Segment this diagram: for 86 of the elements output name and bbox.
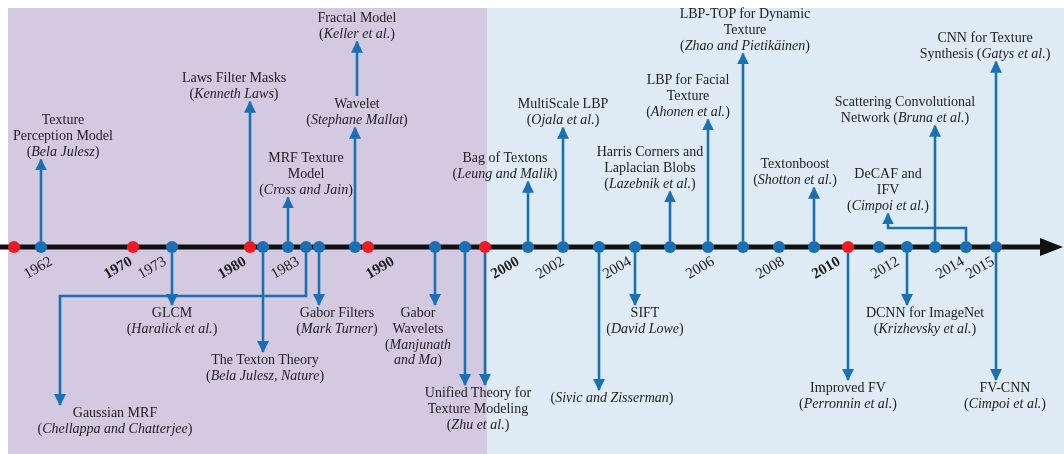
arrow <box>842 253 854 381</box>
arrow <box>54 253 308 406</box>
milestone-title: DCNN for ImageNet <box>865 305 985 321</box>
year-label: 2010 <box>808 252 844 283</box>
citation-text: (Ahonen et al.) <box>646 103 730 120</box>
citation-text: (Haralick et al.) <box>126 320 218 337</box>
year-label: 2008 <box>752 252 788 283</box>
citation-text: (Cross and Jain) <box>259 181 353 198</box>
year-label: 2004 <box>599 252 635 283</box>
citation-text: (Chellappa and Chatterjee) <box>37 420 193 437</box>
milestone-title: Unified Theory for Texture Modeling <box>423 385 533 417</box>
arrow <box>166 253 178 306</box>
milestone-title: Laws Filter Masks <box>181 70 287 86</box>
milestone-label: CNN for Texture Synthesis (Gatys et al.) <box>918 30 1052 62</box>
year-label: 2006 <box>682 252 718 283</box>
citation-text: (Manjunath and Ma) <box>383 336 453 369</box>
milestone-title: Improved FV <box>810 380 886 396</box>
citation-text: (Zhao and Pietikäinen) <box>680 37 810 54</box>
arrow <box>35 158 47 241</box>
year-label: 1983 <box>267 252 303 283</box>
citation-text: (Krizhevsky et al.) <box>873 320 977 337</box>
arrow <box>349 126 361 241</box>
year-label: 2000 <box>487 252 523 283</box>
arrow <box>479 253 491 386</box>
citation-text: (Cimpoi et al.) <box>963 395 1047 412</box>
milestone-title: Textonboost <box>760 156 830 172</box>
citation-text: (Kenneth Laws) <box>189 85 279 102</box>
milestone-label: Scattering Convolutional Network (Bruna et al.) <box>833 94 977 126</box>
milestone-title: MultiScale LBP <box>517 96 609 112</box>
citation-text: (Bela Julesz) <box>26 143 100 160</box>
citation-text: (Ojala et al.) <box>526 111 600 128</box>
arrow <box>664 190 676 241</box>
milestone-title: DeCAF and IFV <box>853 166 923 198</box>
milestone-title: GLCM <box>151 305 193 321</box>
milestone-title: MRF Texture Model <box>267 150 345 182</box>
citation-text: (Leung and Malik) <box>452 165 558 182</box>
arrow <box>990 60 1002 241</box>
citation-text: (Zhu et al.) <box>446 416 510 433</box>
arrow <box>929 124 941 241</box>
arrow <box>557 126 569 241</box>
arrow <box>313 253 325 306</box>
milestone-title: Gaussian MRF <box>72 405 158 421</box>
arrow <box>282 196 294 241</box>
year-label: 1962 <box>20 252 56 283</box>
arrow <box>429 253 441 306</box>
arrow <box>990 253 1002 381</box>
milestone-title: Bag of Textons <box>462 150 548 166</box>
year-label: 1970 <box>100 252 136 283</box>
citation-text: (Keller et al.) <box>319 25 395 42</box>
arrow <box>244 100 256 241</box>
arrow <box>351 40 363 96</box>
citation-text: (David Lowe) <box>606 320 684 337</box>
citation-text: (Cimpoi et al.) <box>846 197 930 214</box>
arrow <box>522 180 534 241</box>
arrow <box>629 253 641 306</box>
milestone-title: Texture Perception Model <box>13 112 113 144</box>
milestone-title: Gabor Wavelets <box>391 305 445 337</box>
milestone-title: The Texton Theory <box>211 352 319 368</box>
year-label: 2012 <box>867 252 903 283</box>
arrow <box>459 253 471 386</box>
milestone-title: LBP-TOP for Dynamic Texture <box>678 6 812 38</box>
citation-text: (Lazebnik et al.) <box>604 175 696 192</box>
milestone-label: (Sivic and Zisserman) <box>550 390 674 406</box>
year-label: 1973 <box>134 252 170 283</box>
milestone-title: Harris Corners and Laplacian Blobs <box>595 144 705 176</box>
citation-text: (Stephane Mallat) <box>306 111 408 128</box>
citation-text: (Mark Turner) <box>296 320 378 337</box>
year-label: 1990 <box>362 252 398 283</box>
milestone-title: SIFT <box>630 305 660 321</box>
citation-text: (Shotton et al.) <box>753 171 837 188</box>
milestone-title: Gabor Filters <box>299 305 375 321</box>
milestone-title: Wavelet <box>334 96 380 112</box>
milestone-title: FV-CNN <box>979 380 1031 396</box>
arrow <box>702 118 714 241</box>
milestone-title: Fractal Model <box>317 10 397 26</box>
arrow <box>593 253 605 391</box>
year-label: 2002 <box>532 252 568 283</box>
citation-text: (Perronnin et al.) <box>799 395 897 412</box>
arrow <box>808 186 820 241</box>
milestone-title: LBP for Facial Texture <box>645 72 731 104</box>
citation-text: (Bela Julesz, Nature) <box>205 367 325 384</box>
arrow <box>901 253 913 306</box>
arrow <box>257 253 269 353</box>
arrow <box>737 52 749 241</box>
arrow <box>882 212 968 241</box>
year-label: 1980 <box>214 252 250 283</box>
